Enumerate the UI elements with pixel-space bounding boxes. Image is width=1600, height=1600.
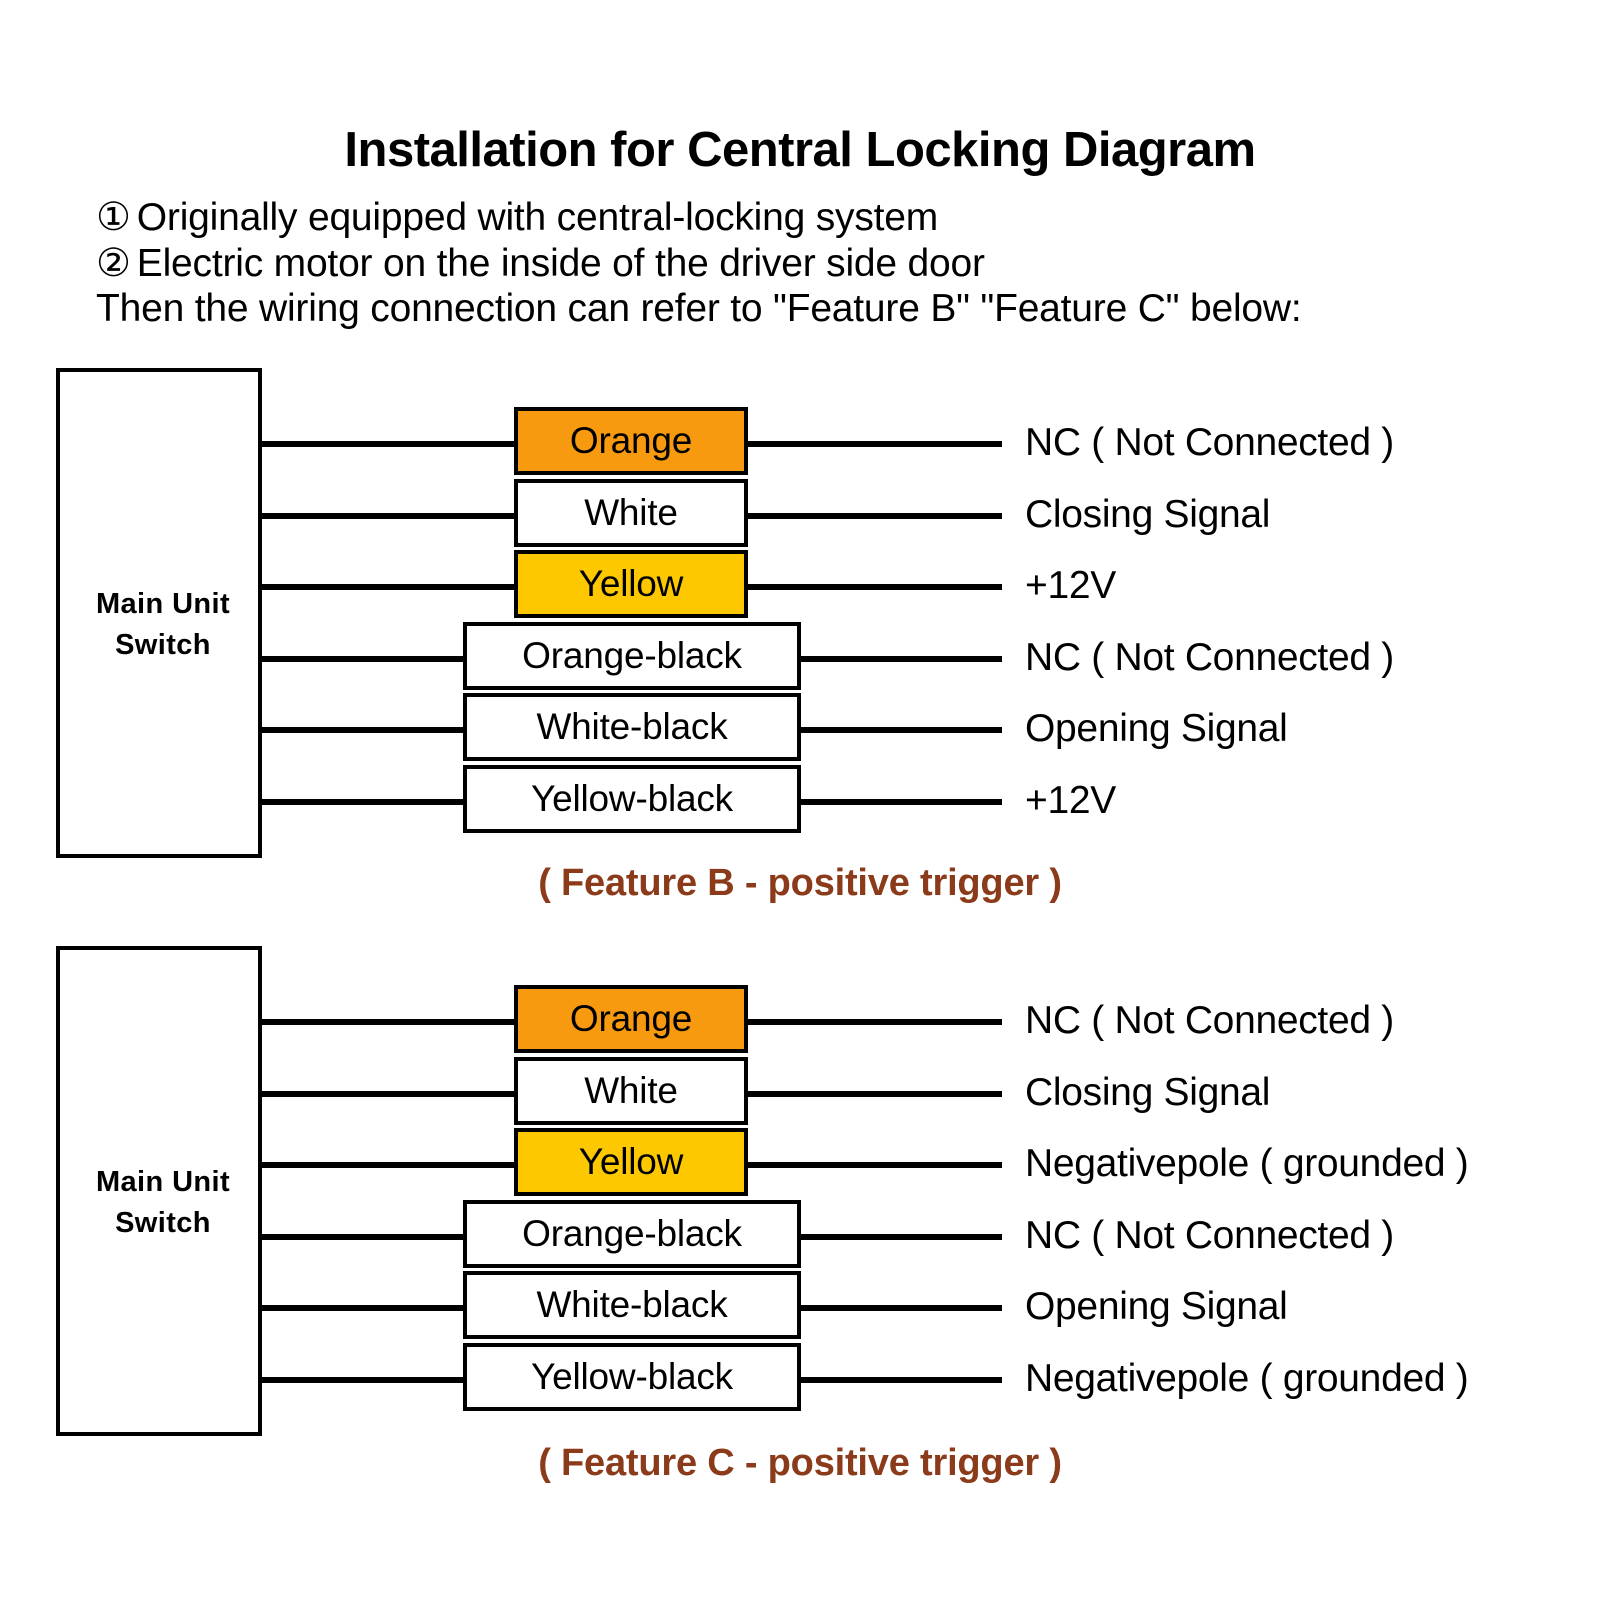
intro-text-2: Electric motor on the inside of the driv… — [136, 242, 985, 285]
wire-function-label: NC ( Not Connected ) — [1025, 999, 1394, 1042]
wire-segment-left — [262, 441, 518, 447]
wire-function-label: +12V — [1025, 778, 1116, 822]
wire-label-text: Orange — [569, 998, 693, 1039]
wire-label-box: Yellow — [514, 550, 748, 618]
wire-row: White-black Opening Signal — [0, 693, 1600, 765]
wire-segment-left — [262, 1233, 467, 1240]
list-marker-1: ① — [96, 196, 131, 239]
wire-segment-left — [262, 512, 518, 519]
wire-row: White Closing Signal — [0, 478, 1600, 551]
wire-label-text: White-black — [536, 706, 728, 747]
wire-segment-left — [262, 798, 467, 805]
feature-caption-c: ( Feature C - positive trigger ) — [538, 1442, 1062, 1484]
wire-segment-right — [797, 1305, 1002, 1311]
wire-segment-left — [262, 1305, 467, 1311]
wire-row: Orange NC ( Not Connected ) — [0, 407, 1600, 479]
wire-label-box: White-black — [463, 693, 801, 761]
main-unit-switch-label-b: Main Unit Switch — [60, 584, 266, 666]
main-unit-switch-label-line1: Main Unit — [95, 1166, 231, 1198]
main-unit-switch-label-line2: Switch — [115, 1207, 211, 1239]
wire-label-text: White — [584, 491, 678, 533]
wire-function-label: Negativepole ( grounded ) — [1025, 1356, 1469, 1400]
wire-segment-right — [744, 512, 1002, 519]
wiring-diagram-feature-c: Main Unit Switch Orange NC ( Not Connecte… — [0, 938, 1600, 1498]
intro-text-3: Then the wiring connection can refer to … — [96, 287, 1302, 330]
wire-segment-right — [744, 1162, 1002, 1168]
wire-label-text: Orange — [569, 420, 693, 461]
wire-row: Yellow +12V — [0, 550, 1600, 622]
wire-label-box: Orange-black — [463, 1199, 801, 1268]
wire-function-label: Closing Signal — [1025, 1070, 1271, 1114]
wire-label-box: Yellow-black — [463, 764, 801, 833]
wire-segment-left — [262, 727, 467, 733]
wire-label-text: Orange-black — [522, 1212, 742, 1254]
list-marker-2: ② — [96, 242, 131, 285]
wire-row: Orange-black NC ( Not Connected ) — [0, 621, 1600, 694]
wire-segment-left — [262, 655, 467, 662]
wire-segment-left — [262, 584, 518, 590]
wire-segment-right — [744, 441, 1002, 447]
wire-segment-right — [744, 1090, 1002, 1097]
wire-function-label: +12V — [1025, 564, 1116, 607]
wire-label-text: Yellow-black — [531, 777, 733, 819]
intro-line-3: Then the wiring connection can refer to … — [96, 287, 1302, 331]
wire-function-label: NC ( Not Connected ) — [1025, 635, 1394, 679]
main-unit-switch-label-line2: Switch — [115, 629, 211, 661]
wire-label-text: White-black — [536, 1284, 728, 1325]
wire-segment-right — [744, 1019, 1002, 1025]
wire-row: Yellow-black Negativepole ( grounded ) — [0, 1342, 1600, 1415]
wire-function-label: Negativepole ( grounded ) — [1025, 1142, 1469, 1185]
wire-segment-left — [262, 1162, 518, 1168]
wire-label-box: Orange — [514, 985, 748, 1053]
wire-function-label: Opening Signal — [1025, 707, 1288, 750]
wire-label-box: Orange — [514, 407, 748, 475]
wire-label-text: Yellow — [578, 1141, 684, 1182]
wire-function-label: Closing Signal — [1025, 492, 1271, 536]
wire-label-text: Orange-black — [522, 634, 742, 676]
wiring-diagram-feature-b: Main Unit Switch Orange NC ( Not Connecte… — [0, 360, 1600, 910]
wire-function-label: Opening Signal — [1025, 1285, 1288, 1328]
wire-label-text: White — [584, 1069, 678, 1111]
wire-segment-right — [797, 798, 1002, 805]
wire-label-text: Yellow-black — [531, 1355, 733, 1397]
wire-segment-right — [797, 1233, 1002, 1240]
wire-function-label: NC ( Not Connected ) — [1025, 1213, 1394, 1257]
main-unit-switch-label-c: Main Unit Switch — [60, 1162, 266, 1244]
wire-label-text: Yellow — [578, 563, 684, 604]
wire-label-box: White — [514, 1056, 748, 1125]
page-title: Installation for Central Locking Diagram — [344, 123, 1256, 177]
wire-segment-right — [797, 1376, 1002, 1383]
main-unit-switch-box-b: Main Unit Switch — [56, 368, 262, 858]
wire-row: Yellow-black +12V — [0, 764, 1600, 837]
wire-label-box: White-black — [463, 1271, 801, 1339]
main-unit-switch-label-line1: Main Unit — [95, 588, 231, 620]
wire-function-label: NC ( Not Connected ) — [1025, 421, 1394, 464]
wire-segment-left — [262, 1090, 518, 1097]
wire-segment-right — [744, 584, 1002, 590]
main-unit-switch-box-c: Main Unit Switch — [56, 946, 262, 1436]
wire-row: Orange-black NC ( Not Connected ) — [0, 1199, 1600, 1272]
wire-label-box: Orange-black — [463, 621, 801, 690]
wire-label-box: Yellow — [514, 1128, 748, 1196]
intro-text-1: Originally equipped with central-locking… — [136, 196, 939, 239]
wire-segment-right — [797, 727, 1002, 733]
wire-row: White Closing Signal — [0, 1056, 1600, 1129]
wire-label-box: Yellow-black — [463, 1342, 801, 1411]
wire-segment-right — [797, 655, 1002, 662]
wire-segment-left — [262, 1019, 518, 1025]
wire-row: White-black Opening Signal — [0, 1271, 1600, 1343]
wire-row: Orange NC ( Not Connected ) — [0, 985, 1600, 1057]
wire-row: Yellow Negativepole ( grounded ) — [0, 1128, 1600, 1200]
wire-label-box: White — [514, 478, 748, 547]
wire-segment-left — [262, 1376, 467, 1383]
feature-caption-b: ( Feature B - positive trigger ) — [538, 862, 1062, 904]
